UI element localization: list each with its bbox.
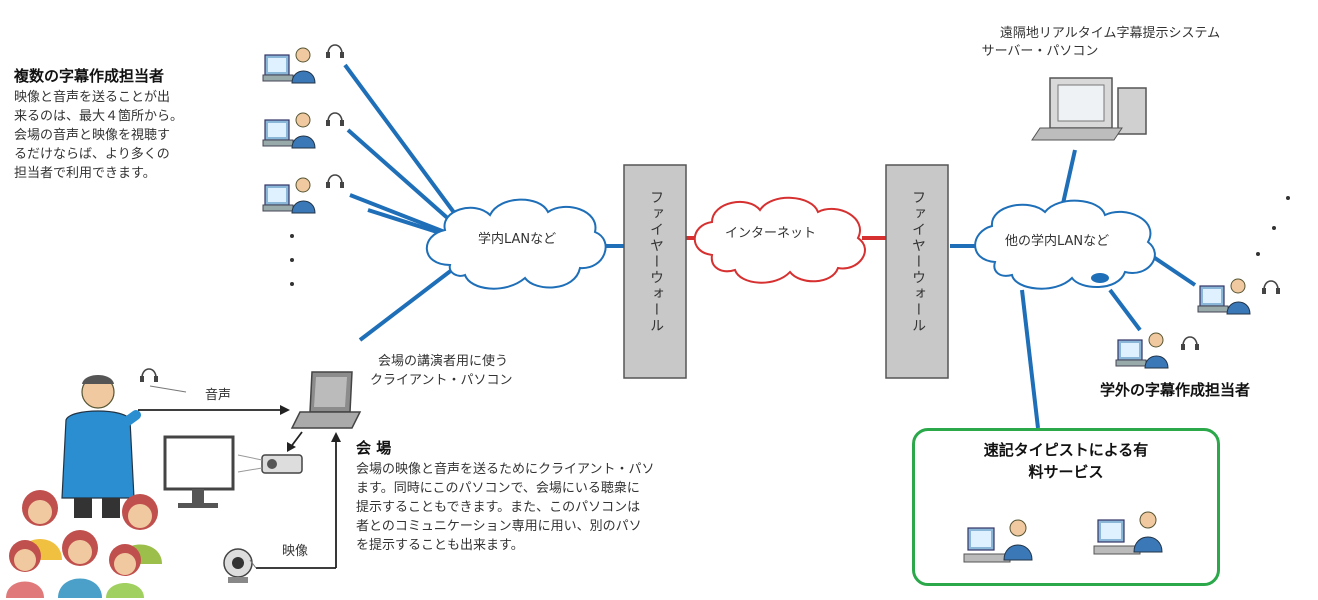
webcam-cable [249,559,257,569]
speaker-person-icon [61,375,141,518]
monitor-icon [163,435,235,508]
headset-icon [325,174,345,189]
headset-icon [1180,336,1200,351]
external-captioner-icon [1197,278,1251,315]
multi-captioners-line: 来るのは、最大４箇所から。 [14,109,184,124]
campus-lan-cloud [425,198,607,290]
remote-system-title-line1: 遠隔地リアルタイム字幕提示システム [999,26,1221,41]
other-lan-cloud [974,199,1156,290]
paid-service-box [912,428,1220,586]
audience-icon [6,490,162,598]
client-pc-label-line2: クライアント・パソコン [370,373,513,388]
more-dot [290,234,294,238]
multi-captioners-line: 会場の音声と映像を視聴す [14,128,171,143]
other-lan-label: 他の学内LANなど [1005,234,1110,249]
internet-cloud [693,196,866,284]
multi-captioners-line: るだけならば、より多くの [14,147,170,162]
internet-label: インターネット [725,226,817,241]
audio-label: 音声 [205,388,232,403]
video-label: 映像 [282,544,309,559]
line-otherlan-ext2 [1108,288,1142,332]
arrow-head [287,442,296,452]
paid-service-line1: 速記タイピストによる有 [983,441,1149,459]
projector-icon [237,454,303,474]
server-pc-icon [1031,77,1147,141]
headset-cable [149,385,187,393]
headset-icon [325,112,345,127]
headset-icon [325,44,345,59]
headset-icon [139,368,159,383]
arrow-head [331,432,341,442]
line-otherlan-server [1060,149,1077,209]
remote-system-title-line2: サーバー・パソコン [981,44,1099,59]
laptop-icon [290,371,362,429]
firewall-left-label: ファイヤーウォール [648,190,664,334]
more-dot [1256,252,1260,256]
venue-line: 提示することもできます。また、このパソコンは [356,500,641,515]
more-dot [290,282,294,286]
headset-icon [1261,280,1281,295]
external-captioner-icon [1115,332,1169,369]
paid-service-line2: 料サービス [1028,463,1104,481]
venue-line: ます。同時にこのパソコンで、会場にいる聴衆に [356,481,640,496]
more-dot [1286,196,1290,200]
firewall-right [885,164,949,379]
venue-line: 会場の映像と音声を送るためにクライアント・パソ [356,462,655,477]
external-captioners-label: 学外の字幕作成担当者 [1100,381,1251,399]
line-otherlan-paid [1020,289,1040,429]
more-dot [290,258,294,262]
venue-heading: 会 場 [356,439,392,457]
captioner-pc-icon [262,112,316,149]
arrow-head [280,405,290,415]
multi-captioners-line: 担当者で利用できます。 [14,166,156,181]
captioner-pc-icon [262,47,316,84]
firewall-right-label: ファイヤーウォール [910,190,926,334]
multi-captioners-line: 映像と音声を送ることが出 [14,90,171,105]
multi-captioners-heading: 複数の字幕作成担当者 [14,67,165,85]
venue-line: を提示することも出来ます。 [356,538,524,553]
campus-lan-label: 学内LANなど [478,232,557,247]
webcam-icon [223,548,253,583]
firewall-left [623,164,687,379]
captioner-pc-icon [262,177,316,214]
venue-line: 者とのコミュニケーション専用に用い、別のパソ [356,519,642,534]
client-pc-label-line1: 会場の講演者用に使う [378,354,509,369]
network-node-icon [1091,273,1109,283]
more-dot [1272,226,1276,230]
